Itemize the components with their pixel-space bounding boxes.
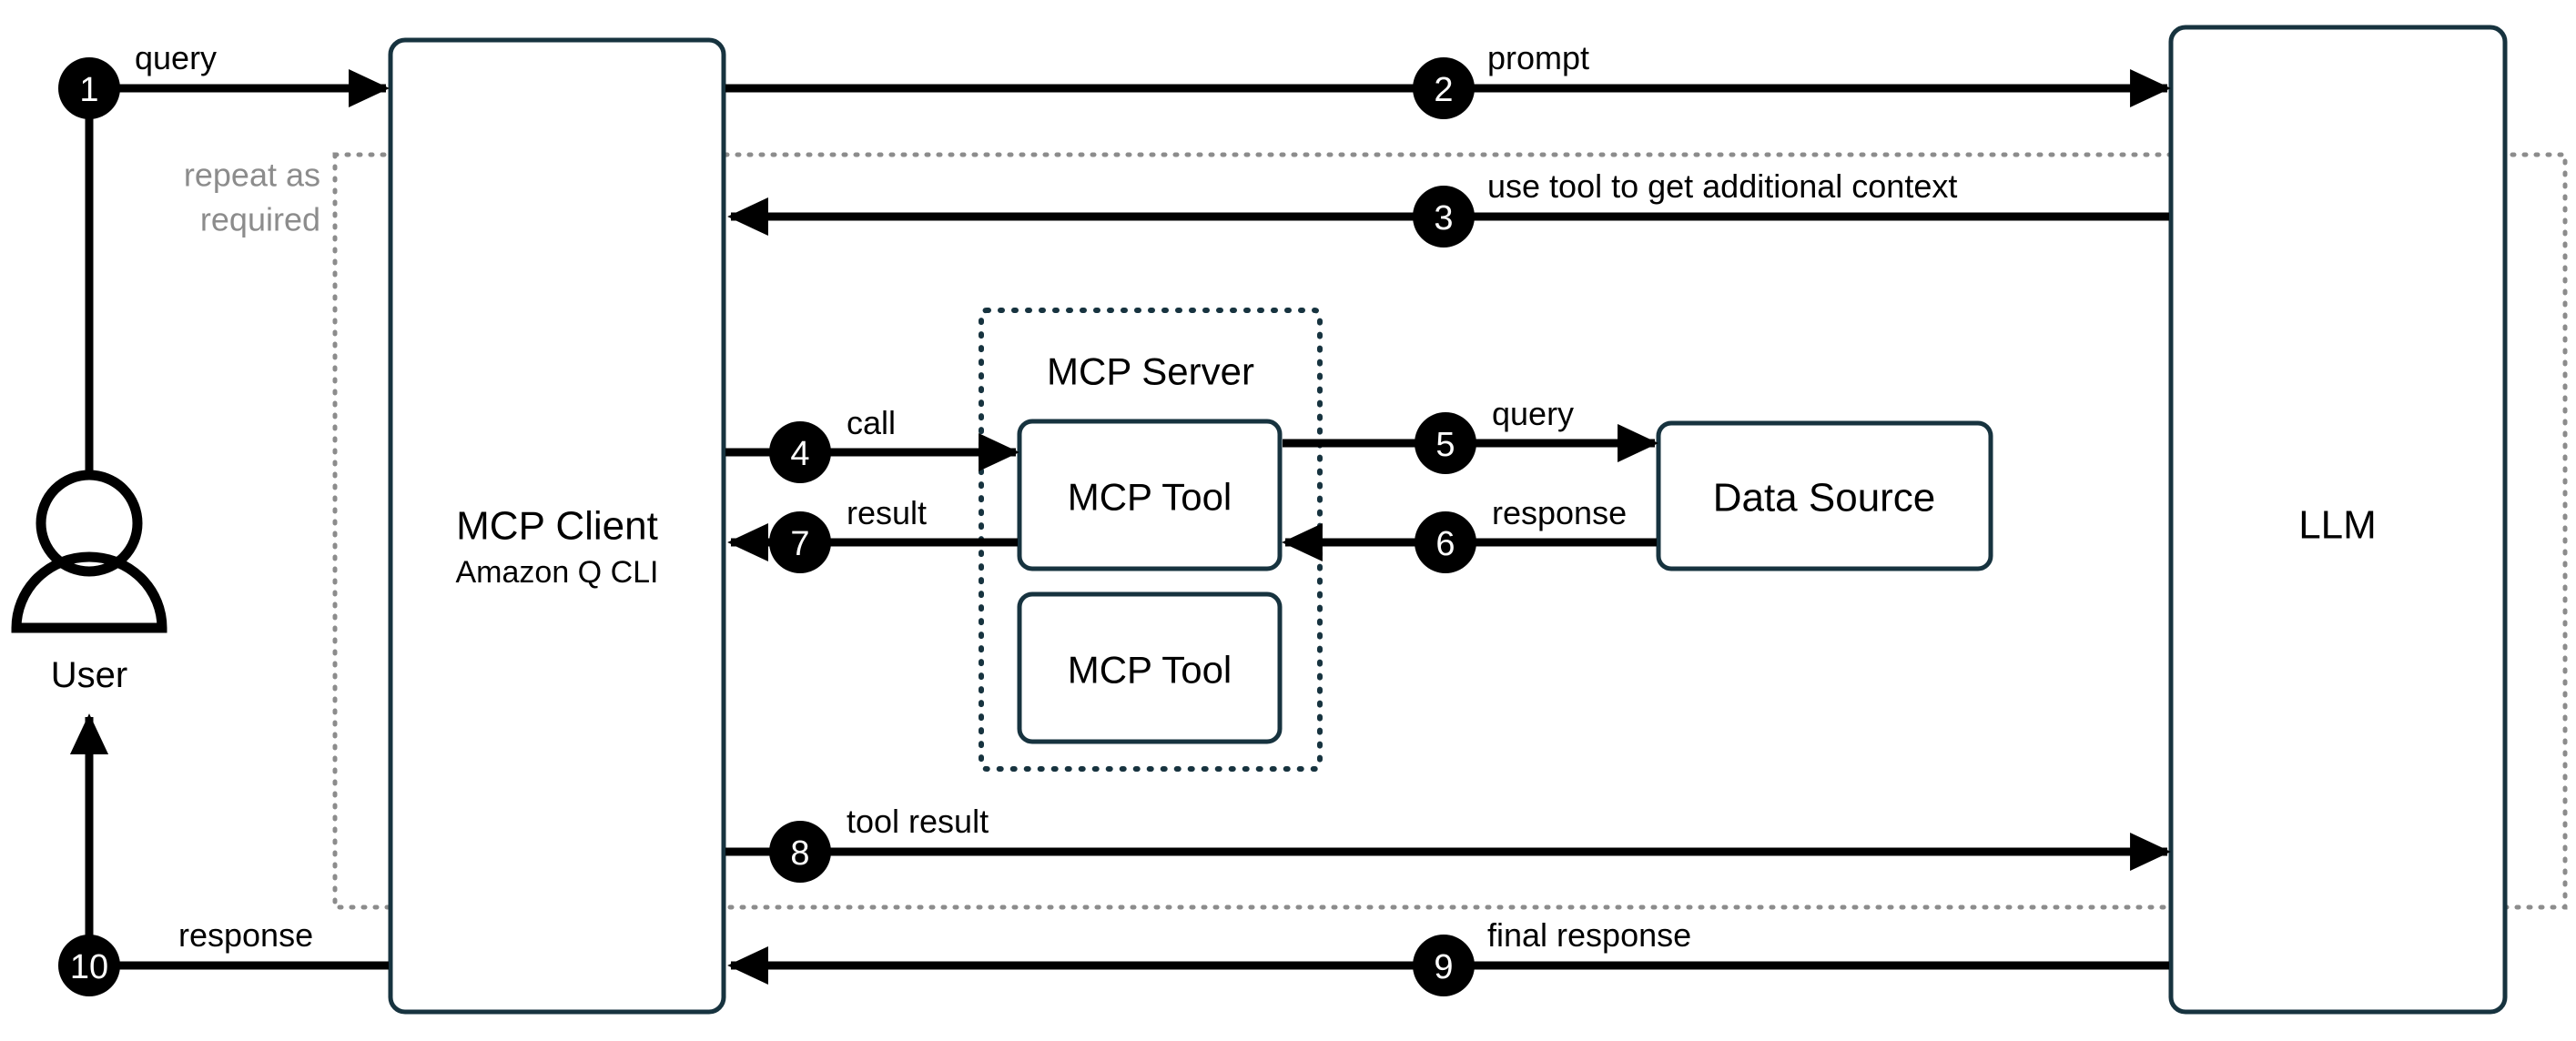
node-mcp-client-label: MCP Client — [456, 504, 658, 549]
flow-badge-8-number: 8 — [790, 834, 809, 873]
flow-badge-2: 2 — [1413, 57, 1475, 119]
flow-badge-3: 3 — [1413, 186, 1475, 248]
flow-label-7: result — [847, 494, 927, 531]
flow-badge-10: 10 — [58, 935, 120, 996]
flow-badge-6: 6 — [1415, 511, 1476, 573]
flow-badge-8: 8 — [769, 821, 831, 883]
repeat-group-label-line2: required — [200, 201, 320, 238]
node-data-source-label: Data Source — [1713, 476, 1936, 520]
node-llm-label: LLM — [2298, 503, 2377, 548]
flow-badge-1-number: 1 — [79, 71, 98, 109]
flow-label-10: response — [178, 916, 313, 954]
flow-badge-5-number: 5 — [1435, 426, 1455, 464]
flow-label-5: query — [1492, 395, 1574, 432]
flow-badge-4: 4 — [769, 421, 831, 483]
flow-label-2: prompt — [1487, 39, 1589, 76]
repeat-group-label-line1: repeat as — [184, 157, 320, 194]
flow-badge-1: 1 — [58, 57, 120, 119]
flow-badge-4-number: 4 — [790, 435, 809, 473]
flow-badge-7: 7 — [769, 511, 831, 573]
flow-badge-9: 9 — [1413, 935, 1475, 996]
flow-label-6: response — [1492, 494, 1627, 531]
flow-badge-10-number: 10 — [70, 948, 108, 986]
flow-label-4: call — [847, 404, 896, 441]
node-mcp-server-label: MCP Server — [1047, 350, 1254, 393]
flow-label-1: query — [135, 39, 217, 76]
user-person-icon — [11, 470, 167, 633]
node-mcp-tool-2[interactable] — [1017, 591, 1283, 744]
node-user-label: User — [51, 655, 127, 695]
flow-badge-6-number: 6 — [1435, 525, 1455, 563]
node-mcp-tool-1[interactable] — [1017, 419, 1283, 571]
flow-badge-5: 5 — [1415, 412, 1476, 474]
flow-badge-2-number: 2 — [1434, 71, 1453, 109]
flow-badge-9-number: 9 — [1434, 948, 1453, 986]
node-mcp-tool-1-label: MCP Tool — [1068, 476, 1232, 519]
flow-label-3: use tool to get additional context — [1487, 167, 1957, 205]
node-mcp-tool-2-label: MCP Tool — [1068, 649, 1232, 692]
flow-label-9: final response — [1487, 916, 1691, 954]
flow-badge-7-number: 7 — [790, 525, 809, 563]
node-llm[interactable] — [2168, 25, 2508, 1015]
node-data-source[interactable] — [1656, 420, 1993, 571]
flow-badge-3-number: 3 — [1434, 199, 1453, 238]
repeat-group-box — [332, 152, 2568, 910]
node-mcp-client-sublabel: Amazon Q CLI — [456, 555, 659, 590]
flow-label-8: tool result — [847, 803, 989, 840]
node-mcp-client[interactable] — [388, 37, 726, 1015]
